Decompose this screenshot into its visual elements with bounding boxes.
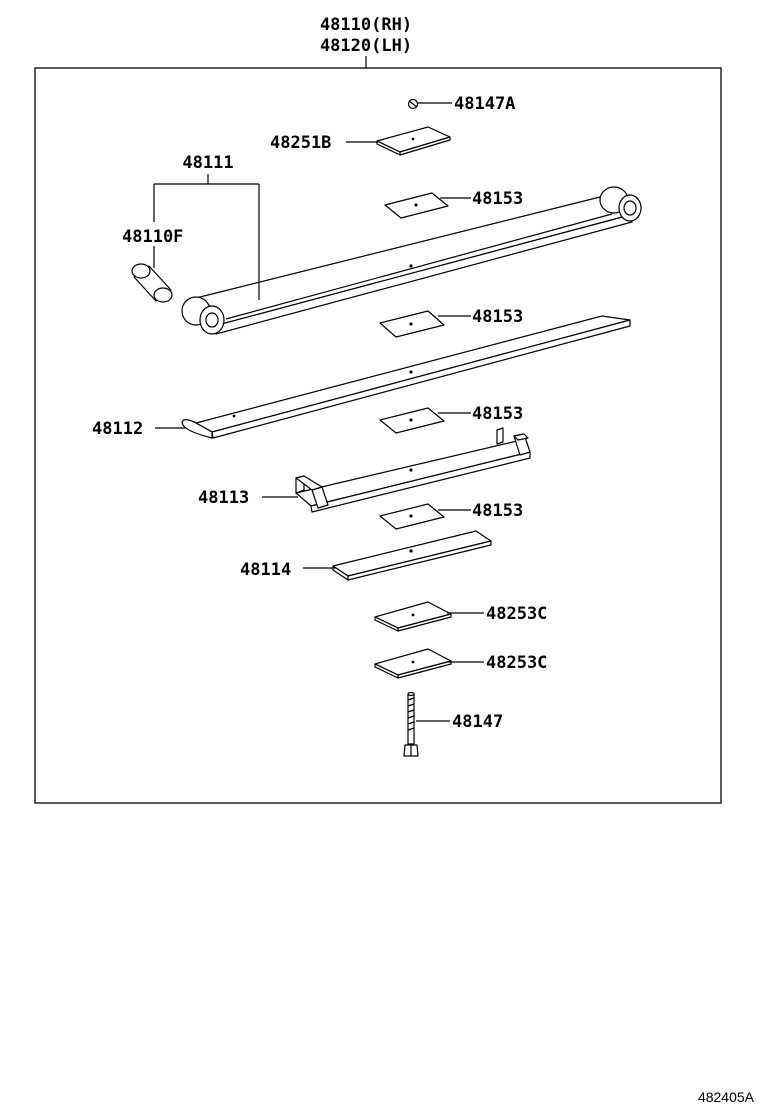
assembly-label-lh: 48120(LH): [320, 36, 412, 56]
part-48153-pad-4: [379, 503, 445, 530]
label-48147A: 48147A: [454, 94, 515, 114]
label-48253C-2: 48253C: [486, 653, 547, 673]
part-48253C-spacer-2: [374, 648, 452, 679]
label-48147: 48147: [452, 712, 503, 732]
label-48114: 48114: [240, 560, 291, 580]
label-48153-3: 48153: [472, 404, 523, 424]
label-48153-1: 48153: [472, 189, 523, 209]
part-48251B-plate: [376, 126, 451, 156]
part-48153-pad-3: [379, 407, 445, 434]
part-48147A-nut: [407, 98, 419, 110]
assembly-frame: [34, 67, 722, 804]
part-48114-bottom-leaf: [332, 530, 492, 581]
part-48153-pad-1: [384, 192, 449, 219]
leader-48111: [153, 174, 260, 300]
label-48253C-1: 48253C: [486, 604, 547, 624]
assembly-label-rh: 48110(RH): [320, 15, 412, 35]
part-48113-third-leaf: [295, 427, 531, 513]
label-48113: 48113: [198, 488, 249, 508]
label-48153-4: 48153: [472, 501, 523, 521]
diagram-reference-number: 482405A: [698, 1089, 755, 1105]
part-48253C-spacer-1: [374, 601, 452, 632]
label-48153-2: 48153: [472, 307, 523, 327]
label-48111: 48111: [182, 153, 233, 173]
part-48153-pad-2: [379, 310, 445, 338]
label-48110F: 48110F: [122, 227, 183, 247]
part-48147-center-bolt: [403, 691, 419, 757]
part-48111-main-leaf: [181, 186, 642, 335]
part-48112-second-leaf: [181, 315, 631, 439]
label-48112: 48112: [92, 419, 143, 439]
label-48251B: 48251B: [270, 133, 331, 153]
part-48110F-bushing: [131, 263, 173, 303]
